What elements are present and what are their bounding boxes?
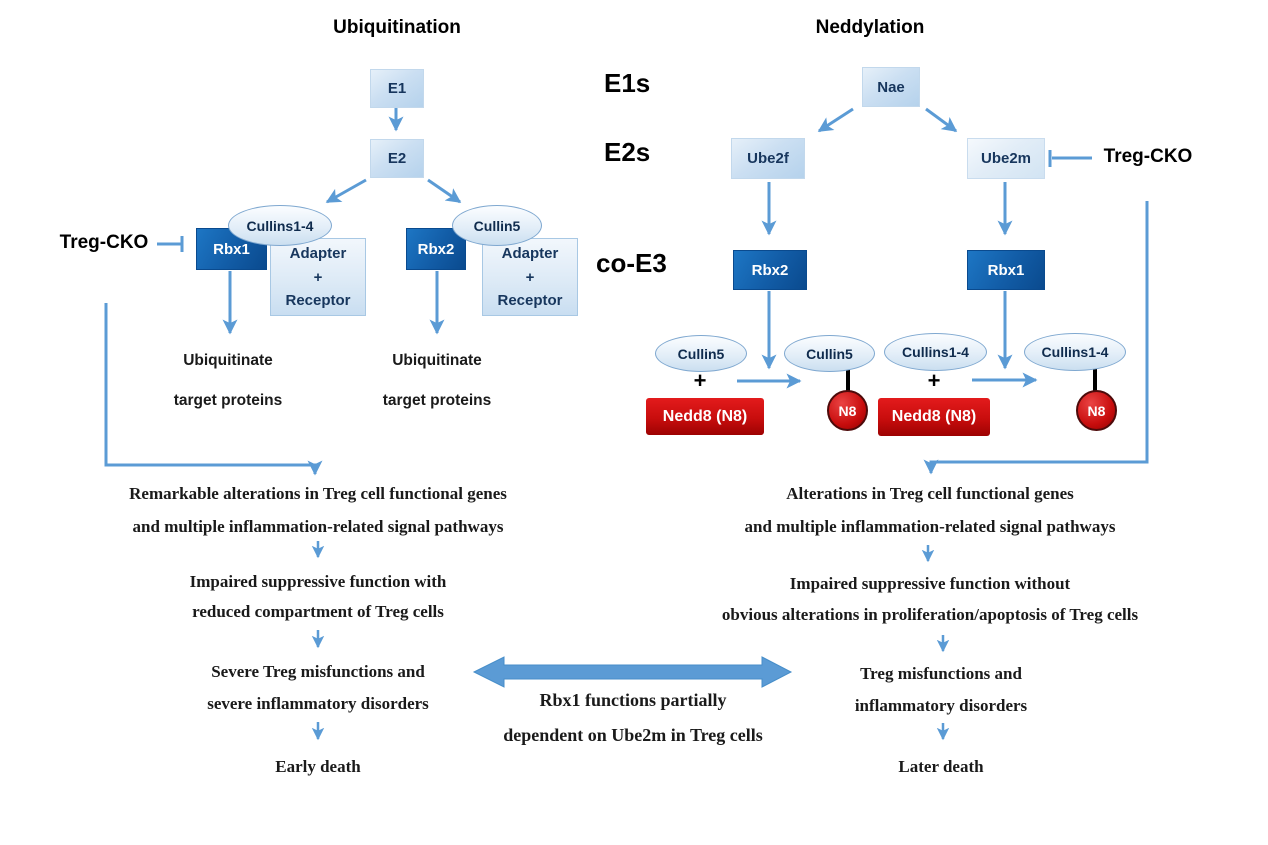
right-flow-step3-line2: inflammatory disorders	[854, 696, 1028, 715]
adapter-label: Adapter	[289, 245, 347, 263]
nae-box: Nae	[862, 67, 920, 107]
n8-ball-right: N8	[1076, 390, 1117, 431]
nedd8-box-right: Nedd8 (N8)	[878, 398, 990, 436]
ube2m-box: Ube2m	[967, 138, 1045, 179]
receptor-label: Receptor	[497, 291, 563, 309]
plus-label: +	[525, 268, 535, 286]
left-flow-step1-line2: and multiple inflammation-related signal…	[132, 517, 504, 536]
outcome1-line2: target proteins	[173, 392, 283, 409]
center-note-line2: dependent on Ube2m in Treg cells	[503, 725, 763, 745]
inhibition-tbar-left	[157, 236, 184, 252]
plus-sign-left-reaction: +	[693, 368, 707, 393]
right-flow-step1-line1: Alterations in Treg cell functional gene…	[786, 484, 1074, 503]
adapter-label: Adapter	[501, 245, 559, 263]
left-flow-step4: Early death	[275, 757, 361, 776]
receptor-label: Receptor	[285, 291, 351, 309]
cullins1-4-ellipse-left: Cullins1-4	[228, 205, 332, 246]
right-flow-step4: Later death	[898, 757, 984, 776]
outcome1-line1: Ubiquitinate	[183, 352, 273, 369]
e1-box: E1	[370, 69, 424, 108]
left-flow-step2-line2: reduced compartment of Treg cells	[192, 602, 444, 621]
right-flow-step2-line1: Impaired suppressive function without	[789, 574, 1071, 593]
plus-label: +	[313, 268, 323, 286]
e2-box: E2	[370, 139, 424, 178]
row-label-e1s: E1s	[604, 68, 651, 98]
rbx2-box-left: Rbx2	[406, 228, 466, 270]
title-neddylation: Neddylation	[815, 17, 925, 38]
title-ubiquitination: Ubiquitination	[333, 17, 461, 38]
outcome2-line1: Ubiquitinate	[392, 352, 482, 369]
left-flow-step3-line2: severe inflammatory disorders	[207, 694, 429, 713]
arrow-nae-to-ube2m	[925, 107, 958, 133]
row-label-co-e3: co-E3	[596, 248, 667, 278]
left-flow-step1-line1: Remarkable alterations in Treg cell func…	[129, 484, 507, 503]
arrow-nae-to-ube2f	[817, 107, 854, 133]
plus-sign-right-reaction: +	[927, 368, 941, 393]
left-flow-step2-line1: Impaired suppressive function with	[189, 572, 447, 591]
cullins1-4-product-ellipse: Cullins1-4	[1024, 333, 1126, 371]
treg-cko-label-left: Treg-CKO	[59, 232, 149, 253]
center-note-line1: Rbx1 functions partially	[539, 690, 727, 710]
left-flow-step3-line1: Severe Treg misfunctions and	[211, 662, 425, 681]
n8-ball-left: N8	[827, 390, 868, 431]
adapter-receptor-box-2: Adapter + Receptor	[482, 238, 578, 316]
rbx2-box-right: Rbx2	[733, 250, 807, 290]
adapter-receptor-box-1: Adapter + Receptor	[270, 238, 366, 316]
treg-cko-label-right: Treg-CKO	[1103, 146, 1193, 167]
outcome2-line2: target proteins	[382, 392, 492, 409]
rbx1-box-right: Rbx1	[967, 250, 1045, 290]
ube2f-box: Ube2f	[731, 138, 805, 179]
right-flow-step2-line2: obvious alterations in proliferation/apo…	[721, 605, 1139, 624]
arrow-e2-to-complex1	[325, 178, 367, 204]
right-flow-step1-line2: and multiple inflammation-related signal…	[744, 517, 1116, 536]
arrow-e2-to-complex2	[427, 178, 462, 204]
row-label-e2s: E2s	[604, 137, 651, 167]
cullin5-ellipse-left: Cullin5	[452, 205, 542, 246]
cullins1-4-substrate-ellipse: Cullins1-4	[884, 333, 987, 371]
right-flow-step3-line1: Treg misfunctions and	[860, 664, 1022, 683]
connector-left-tregcko-to-flow	[104, 303, 323, 476]
cullin5-product-ellipse: Cullin5	[784, 335, 875, 372]
inhibition-tbar-right	[1048, 150, 1092, 167]
nedd8-box-left: Nedd8 (N8)	[646, 398, 764, 435]
cullin5-substrate-ellipse: Cullin5	[655, 335, 747, 372]
